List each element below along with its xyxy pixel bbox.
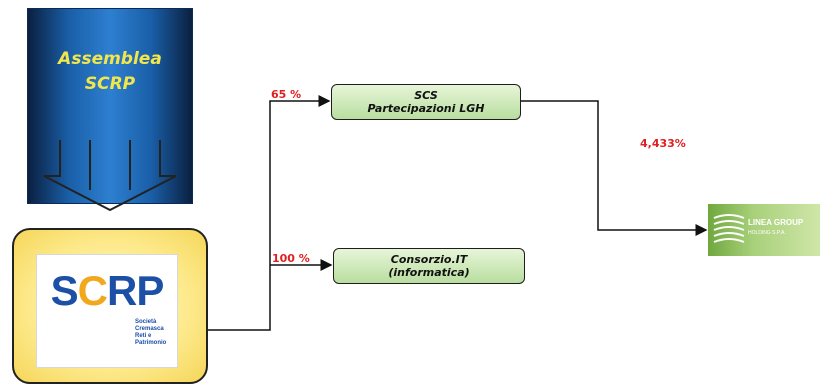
consorzio-entity-box: Consorzio.IT (informatica) xyxy=(333,248,525,284)
assemblea-title-line2: SCRP xyxy=(84,74,136,94)
scrp-logo-subtext: Società Cremasca Reti e Patrimonio xyxy=(135,319,167,346)
lgh-logo-sub: HOLDING S.P.A. xyxy=(748,230,786,236)
line-to-scs xyxy=(269,95,331,265)
lgh-wave-icon xyxy=(713,214,745,243)
scrp-logo-wordmark: SCRP xyxy=(50,267,165,314)
percentage-lgh: 4,433% xyxy=(640,137,686,150)
percentage-scs: 65 % xyxy=(271,88,302,101)
assemblea-title-line1: Assemblea xyxy=(58,49,162,69)
percentage-consorzio: 100 % xyxy=(272,252,310,265)
lgh-logo: LINEA GROUP HOLDING S.P.A. xyxy=(708,204,820,256)
consorzio-box-line2: (informatica) xyxy=(388,266,470,279)
line-scs-to-lgh xyxy=(521,100,708,236)
line-scrp-split xyxy=(208,265,271,331)
scs-entity-box: SCS Partecipazioni LGH xyxy=(331,84,521,120)
scs-box-line1: SCS xyxy=(414,89,438,102)
assemblea-panel: Assemblea SCRP xyxy=(27,8,193,204)
lgh-logo-name: LINEA GROUP xyxy=(748,218,804,227)
scrp-logo: SCRP Società Cremasca Reti e Patrimonio xyxy=(36,254,178,368)
scs-box-line2: Partecipazioni LGH xyxy=(367,102,485,115)
consorzio-box-line1: Consorzio.IT xyxy=(390,253,468,266)
down-arrow-icon xyxy=(43,140,177,212)
assemblea-title: Assemblea SCRP xyxy=(28,47,192,97)
